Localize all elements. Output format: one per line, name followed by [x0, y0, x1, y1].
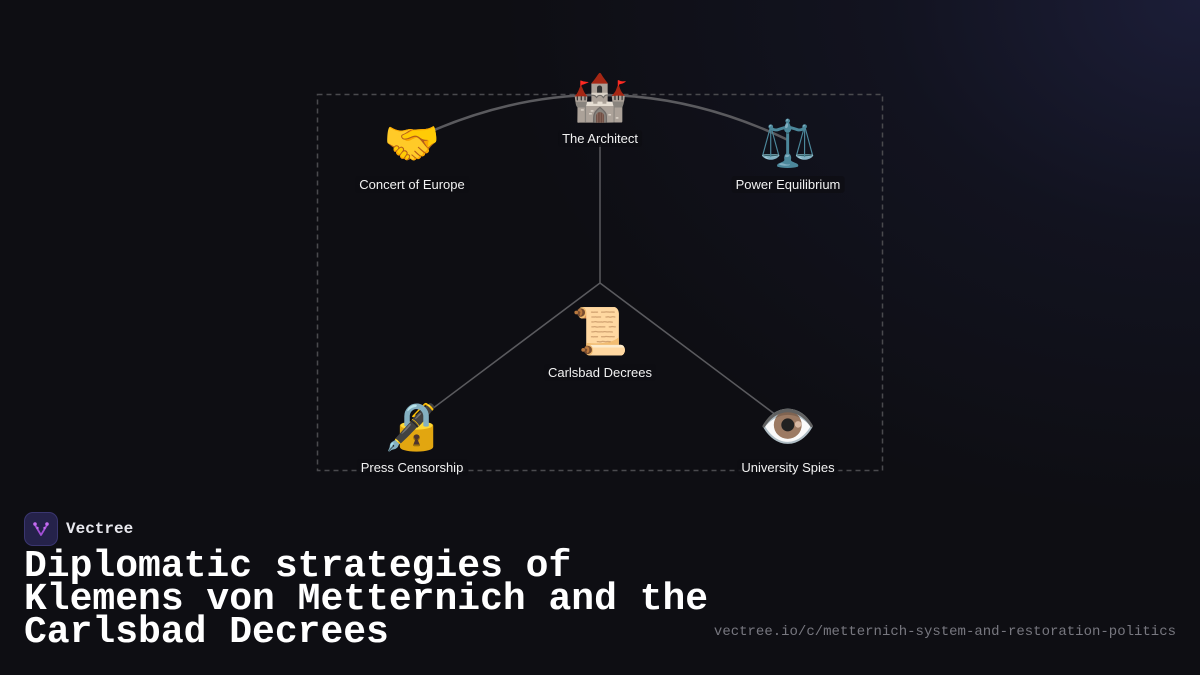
eye-icon: 👁️: [759, 399, 817, 453]
node-label: Power Equilibrium: [731, 176, 845, 193]
node-label: Carlsbad Decrees: [543, 364, 657, 381]
mind-map-diagram: 🏰 The Architect 🤝 Concert of Europe ⚖️ P…: [316, 70, 884, 477]
balance-scale-icon: ⚖️: [759, 116, 817, 170]
node-university-spies[interactable]: 👁️ University Spies: [737, 399, 839, 477]
handshake-icon: 🤝: [383, 116, 441, 170]
node-label: Press Censorship: [356, 459, 468, 476]
node-the-architect[interactable]: 🏰 The Architect: [558, 70, 642, 148]
source-url: vectree.io/c/metternich-system-and-resto…: [713, 624, 1176, 640]
title-line-1: Diplomatic strategies of: [24, 545, 572, 588]
title-line-3: Carlsbad Decrees: [24, 611, 389, 654]
scroll-icon: 📜: [571, 304, 629, 358]
vectree-logo-icon: [24, 512, 58, 546]
node-concert-of-europe[interactable]: 🤝 Concert of Europe: [355, 116, 469, 194]
brand-name: Vectree: [66, 520, 134, 538]
diagram-edges: [316, 93, 884, 472]
node-carlsbad-decrees[interactable]: 📜 Carlsbad Decrees: [543, 304, 657, 382]
edge-decrees-to-spies: [599, 282, 781, 419]
page-title: Diplomatic strategies of Klemens von Met…: [24, 545, 709, 654]
title-line-2: Klemens von Metternich and the: [24, 578, 709, 621]
brand: Vectree: [24, 512, 133, 546]
castle-icon: 🏰: [571, 70, 629, 124]
edge-architect-to-concert-and-equilibrium: [411, 93, 789, 142]
node-label: University Spies: [737, 459, 839, 476]
node-label: Concert of Europe: [355, 176, 469, 193]
node-label: The Architect: [558, 130, 642, 147]
node-power-equilibrium[interactable]: ⚖️ Power Equilibrium: [731, 116, 845, 194]
edge-decrees-to-censorship: [419, 282, 601, 419]
node-press-censorship[interactable]: 🔏 Press Censorship: [356, 399, 468, 477]
locked-with-pen-icon: 🔏: [383, 399, 441, 453]
